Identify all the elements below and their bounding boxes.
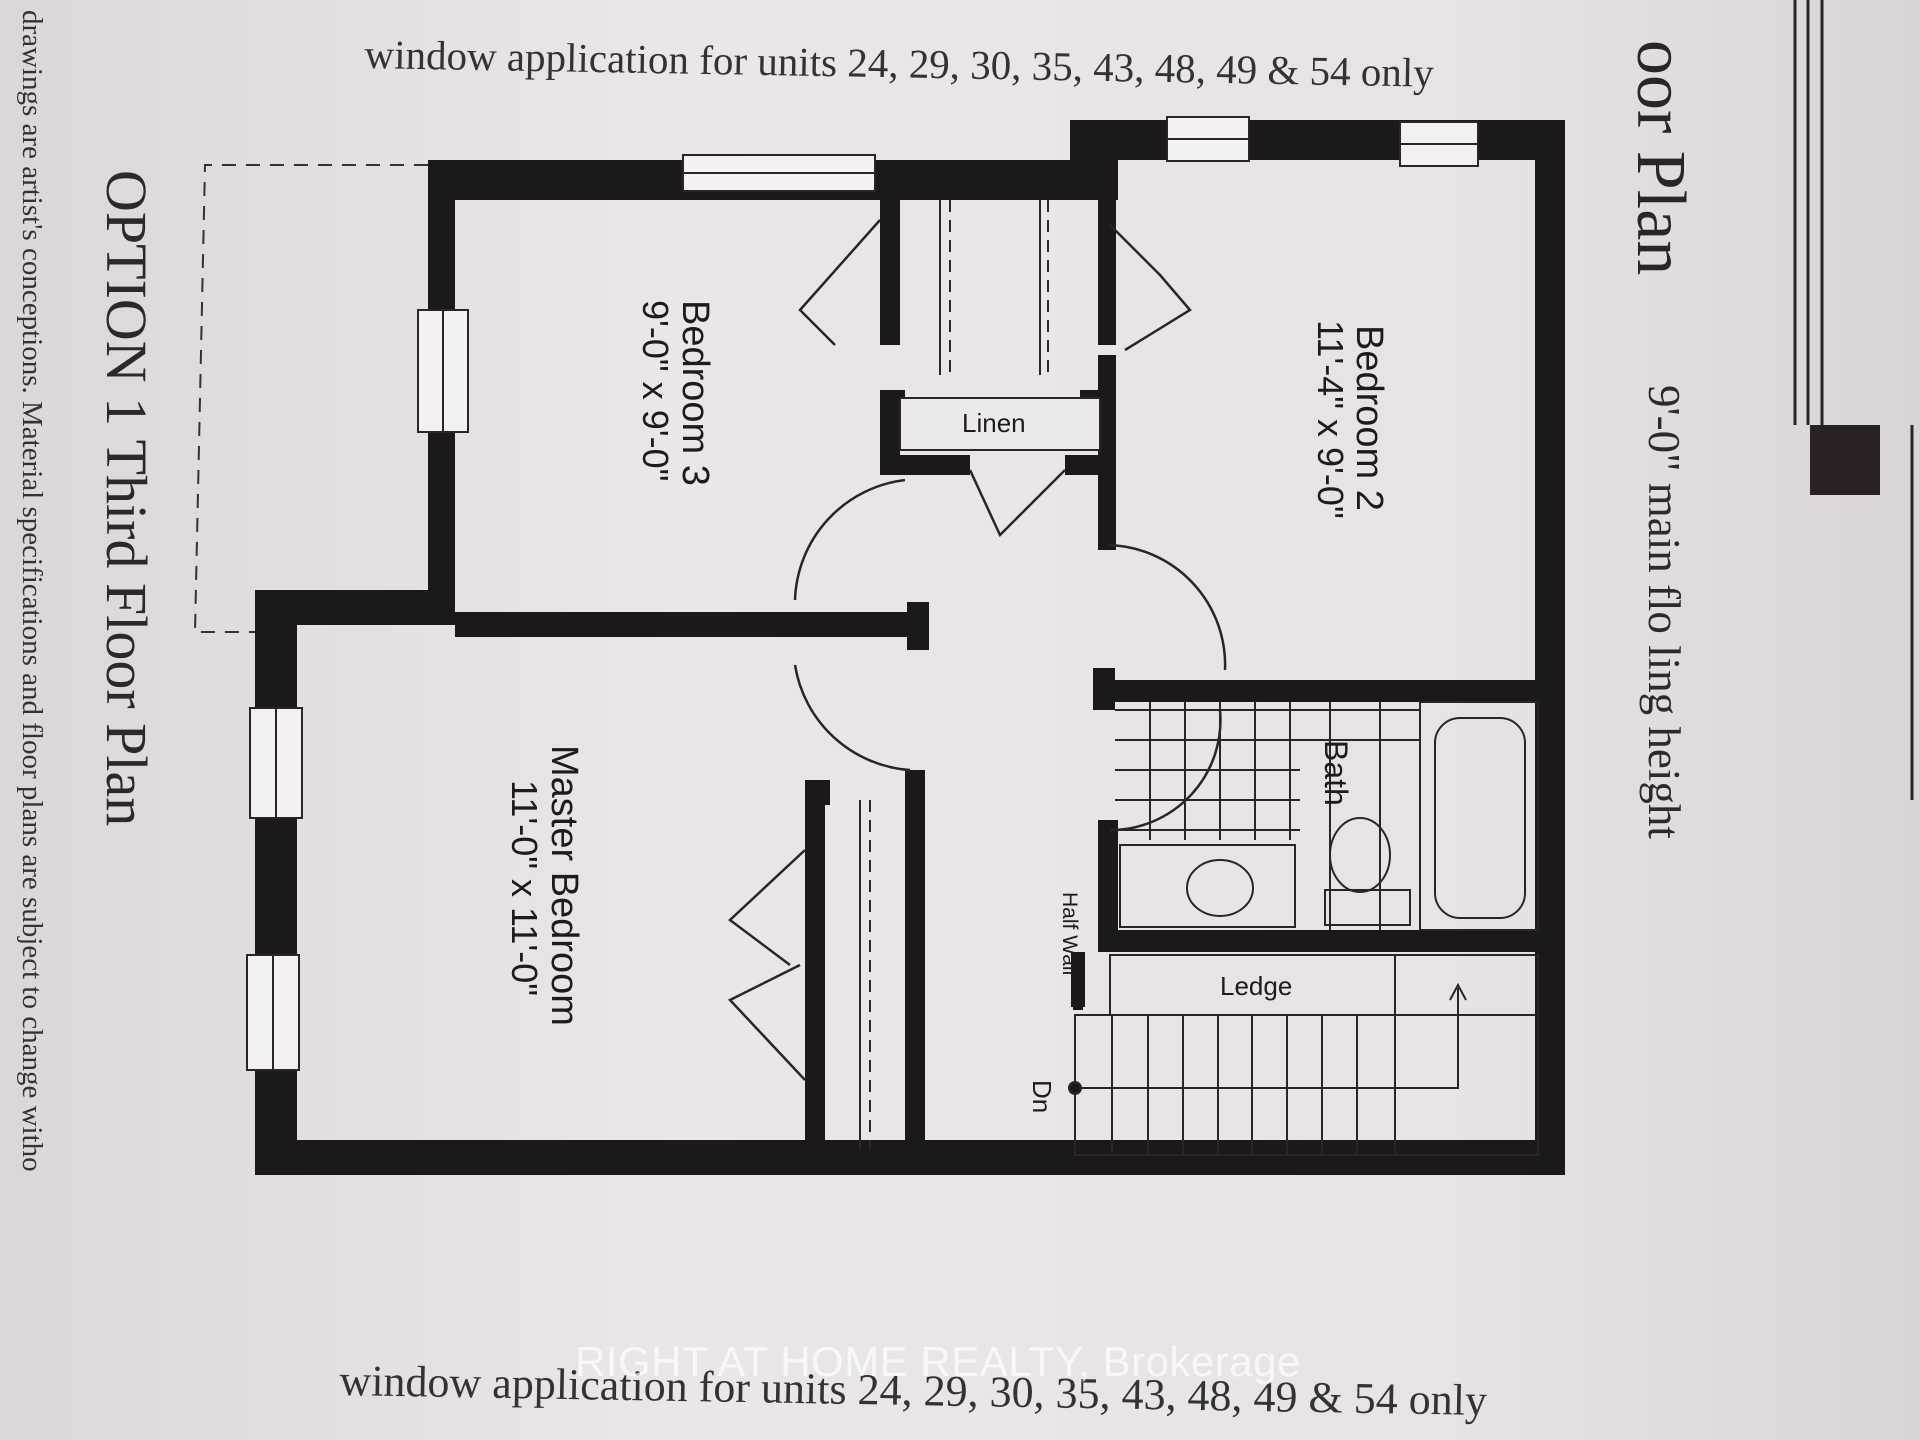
dashed-outline: [193, 164, 428, 633]
linen-label: Linen: [962, 408, 1026, 438]
stairs: [1068, 954, 1539, 1156]
bedroom3-name: Bedroom 3: [674, 300, 716, 486]
ledge-label: Ledge: [1220, 971, 1292, 1001]
walls: [255, 120, 1565, 1175]
master-name: Master Bedroom: [543, 745, 585, 1026]
door-swings: [727, 219, 1227, 1081]
bath-fixtures: [1115, 701, 1539, 931]
bath-label: Bath: [1318, 740, 1354, 806]
bedroom2-size: 11'-4" x 9'-0": [1310, 320, 1351, 519]
windows: [246, 116, 1479, 1071]
room-labels: Bedroom 3 9'-0" x 9'-0" Bedroom 2 11'-4"…: [504, 300, 1390, 1113]
master-size: 11'-0" x 11'-0": [504, 780, 545, 996]
closet-shelves: [859, 200, 1101, 1150]
bedroom2-name: Bedroom 2: [1348, 325, 1390, 511]
half-wall-label: Half Wall: [1058, 892, 1081, 975]
adjacent-page-fragment: [1793, 0, 1914, 800]
bedroom3-size: 9'-0" x 9'-0": [635, 300, 676, 481]
watermark: RIGHT AT HOME REALTY, Brokerage: [575, 1338, 1301, 1385]
down-label: Dn: [1027, 1080, 1057, 1113]
